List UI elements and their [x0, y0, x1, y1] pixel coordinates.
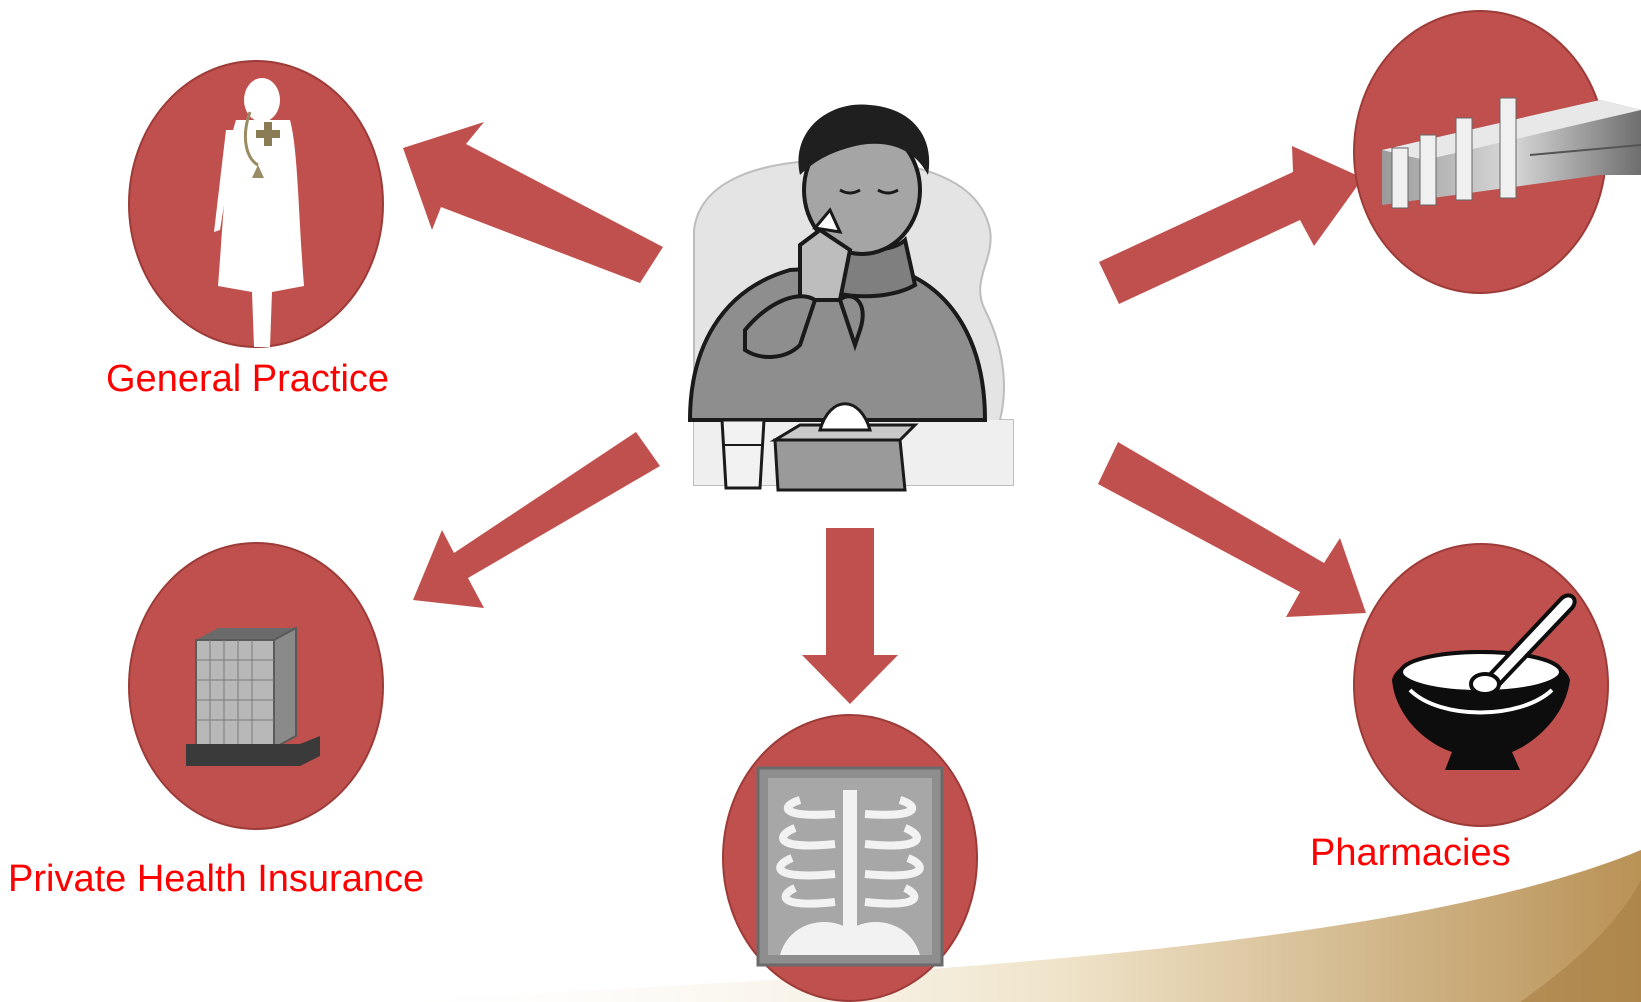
- footer-swoosh: [360, 850, 1641, 1002]
- label-pharmacies: Pharmacies: [1310, 832, 1511, 874]
- arrow-to-private-insurance: [413, 432, 660, 608]
- sick-patient-icon: [687, 104, 1014, 492]
- label-private-health-insurance: Private Health Insurance: [8, 858, 425, 900]
- arrow-to-hospital: [1099, 146, 1363, 304]
- mortar-pestle-icon: [1392, 593, 1577, 770]
- node-radiology: [722, 714, 978, 1002]
- label-general-practice: General Practice: [106, 358, 390, 400]
- arrow-to-pharmacies: [1098, 442, 1366, 617]
- node-pharmacies: [1353, 543, 1609, 827]
- node-private-insurance: [128, 542, 384, 830]
- doctor-silhouette-icon: [214, 78, 304, 347]
- hospital-building-icon: [1382, 97, 1641, 209]
- arrow-to-radiology: [802, 528, 898, 704]
- office-building-icon: [186, 626, 320, 766]
- xray-chest-icon: [756, 766, 944, 967]
- node-hospital: [1353, 10, 1641, 294]
- arrow-to-general-practice: [403, 122, 663, 283]
- node-general-practice: [128, 60, 384, 348]
